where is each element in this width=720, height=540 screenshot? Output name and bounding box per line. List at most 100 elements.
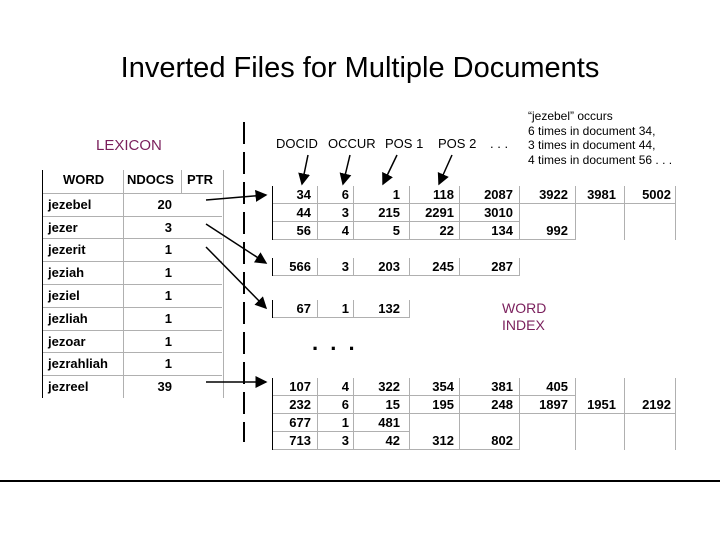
posting-value: 215 [378,205,400,220]
posting-value: 3010 [484,205,513,220]
posting-value: 481 [378,415,400,430]
posting-gridline [273,239,575,240]
posting-column-divider [409,300,410,318]
posting-value: 354 [432,379,454,394]
posting-gridline [273,221,519,222]
posting-value: 1 [341,415,349,430]
posting-value: 34 [296,187,311,202]
posting-value: 203 [378,259,400,274]
posting-column-divider [317,186,318,240]
posting-value: 405 [546,379,568,394]
bottom-rule [0,480,720,482]
posting-value: 312 [432,433,454,448]
posting-column-divider [519,186,520,240]
note-line: 6 times in document 34, [528,123,656,138]
posting-value: 22 [439,223,454,238]
posting-value: 67 [296,301,311,316]
posting-value: 3 [341,205,349,220]
jezer-arrow [205,223,268,264]
posting-gridline [273,395,575,396]
lexicon-ndocs: 39 [157,379,172,395]
posting-value: 713 [289,433,311,448]
posting-value: 4 [341,223,349,238]
lexicon-word: jezreel [48,379,89,395]
posting-value: 2192 [642,397,671,412]
posting-value: 3 [341,433,349,448]
note-line: 4 times in document 56 . . . [528,152,673,167]
posting-value: 134 [491,223,513,238]
lexicon-word: jezerit [48,242,86,258]
jezerit-arrow [205,246,268,310]
lexicon-gridline [43,329,222,331]
lexicon-gridline [43,215,222,217]
posting-value: 195 [432,397,454,412]
posting-value: 232 [289,397,311,412]
posting-value: 1951 [587,397,616,412]
lexicon-gridline [43,192,222,194]
lexicon-gridline [43,375,222,377]
posting-column-divider [675,186,676,240]
lexicon-ndocs: 3 [164,219,172,235]
posting-value: 3 [341,259,349,274]
posting-value: 6 [341,187,349,202]
pos1-header: POS 1 [385,136,424,151]
lexicon-ndocs: 1 [164,356,172,372]
posting-row: 67 1 132 [273,300,683,318]
lexicon-word: jeziah [48,265,85,281]
posting-value: 132 [378,301,400,316]
posting-column-divider [409,258,410,276]
posting-column-divider [575,186,576,240]
word-index-label: WORD INDEX [502,300,546,334]
lexicon-word: jezrahliah [48,356,108,372]
lexicon-column-divider [181,170,182,193]
posting-gridline [273,431,409,432]
posting-value: 42 [385,433,400,448]
posting-column-divider [409,378,410,450]
posting-value: 15 [385,397,400,412]
lexicon-ndocs: 1 [164,333,172,349]
lexicon-label: LEXICON [96,137,162,154]
posting-value: 287 [491,259,513,274]
word-column-header: WORD [63,172,105,187]
posting-value: 1 [341,301,349,316]
posting-gridline [273,449,519,450]
posting-value: 44 [296,205,311,220]
posting-value: 2291 [425,205,454,220]
posting-value: 2087 [484,187,513,202]
dashed-separator [243,122,245,442]
posting-value: 245 [432,259,454,274]
lexicon-column-divider [123,170,124,398]
lexicon-gridline [43,352,222,354]
lexicon-gridline [43,306,222,308]
posting-group: 67 1 132 [272,300,683,318]
posting-gridline [273,317,409,318]
lexicon-ndocs: 1 [164,265,172,281]
page-title: Inverted Files for Multiple Documents [120,52,600,84]
word-index-label-line: INDEX [502,317,545,333]
posting-column-divider [409,186,410,240]
lexicon-word: jeziel [48,288,80,303]
lexicon-word: jezliah [48,310,88,326]
note-line: “jezebel” occurs [528,109,613,123]
lexicon-gridline [43,284,222,285]
pos1-arrow [382,154,398,186]
ndocs-column-header: NDOCS [127,172,174,187]
posting-value: 677 [289,415,311,430]
posting-value: 5 [392,223,400,238]
ellipsis: . . . [312,330,358,355]
posting-column-divider [624,186,625,240]
posting-column-divider [459,378,460,450]
lexicon-gridline [43,261,222,263]
lexicon-word: jezebel [48,196,92,212]
docid-header: DOCID [276,136,318,151]
posting-value: 381 [491,379,513,394]
note-line: 3 times in document 44, [528,138,656,152]
lexicon-column-divider [223,170,224,398]
posting-value: 5002 [642,187,671,202]
lexicon-word: jezer [48,219,78,235]
